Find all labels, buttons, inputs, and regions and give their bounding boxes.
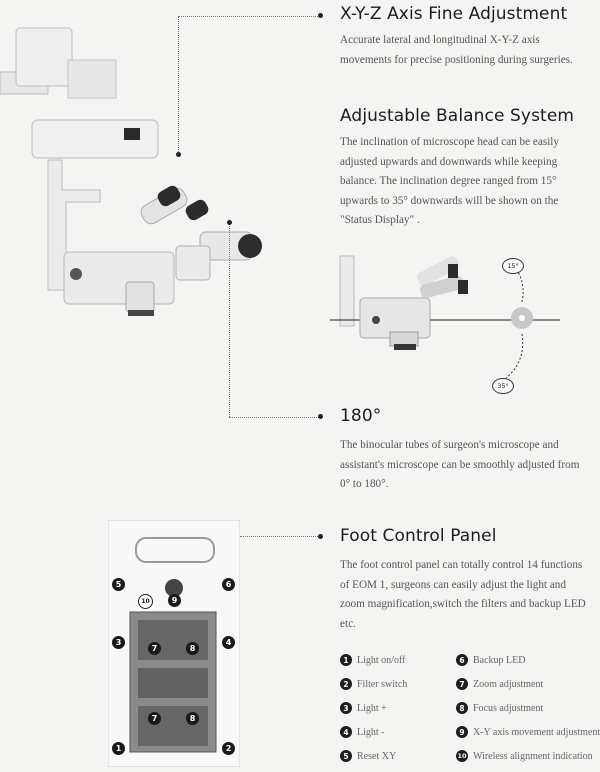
rotation-body: The binocular tubes of surgeon's microsc… xyxy=(340,439,580,490)
legend-label: Zoom adjustment xyxy=(473,678,544,690)
legend-label: Light + xyxy=(357,702,387,714)
bullet-foot xyxy=(318,534,323,539)
legend-item: 3 Light + xyxy=(340,702,387,714)
legend-number: 10 xyxy=(456,750,468,762)
legend-number: 6 xyxy=(456,654,468,666)
legend-number: 2 xyxy=(340,678,352,690)
microscope-image xyxy=(0,20,275,330)
balance-body: The inclination of microscope head can b… xyxy=(340,136,560,226)
connector-foot-h xyxy=(240,536,318,537)
connector-xyz-dot xyxy=(176,152,181,157)
panel-badge-3: 3 xyxy=(112,636,125,649)
panel-badge-8a: 8 xyxy=(186,642,199,655)
legend-label: X-Y axis movement adjustment xyxy=(473,726,600,738)
legend-number: 5 xyxy=(340,750,352,762)
connector-rotation-v xyxy=(229,222,230,417)
legend-label: Light - xyxy=(357,726,385,738)
foot-panel-image xyxy=(107,519,241,768)
legend-label: Backup LED xyxy=(473,654,526,666)
bullet-xyz xyxy=(318,13,323,18)
legend-number: 4 xyxy=(340,726,352,738)
connector-xyz-h xyxy=(178,16,318,17)
legend-label: Filter switch xyxy=(357,678,408,690)
angle-up-badge: 15° xyxy=(502,258,524,274)
panel-badge-8b: 8 xyxy=(186,712,199,725)
panel-badge-6: 6 xyxy=(222,578,235,591)
xyz-title: X-Y-Z Axis Fine Adjustment xyxy=(340,4,568,24)
foot-title: Foot Control Panel xyxy=(340,526,497,546)
connector-rotation-h xyxy=(229,417,319,418)
legend-label: Focus adjustment xyxy=(473,702,544,714)
legend-item: 6 Backup LED xyxy=(456,654,526,666)
bullet-rotation xyxy=(318,414,323,419)
legend-item: 9 X-Y axis movement adjustment xyxy=(456,726,600,738)
legend-label: Light on/off xyxy=(357,654,406,666)
panel-badge-2: 2 xyxy=(222,742,235,755)
balance-title: Adjustable Balance System xyxy=(340,106,575,126)
legend-label: Wireless alignment indication xyxy=(473,750,593,762)
legend-item: 2 Filter switch xyxy=(340,678,407,690)
angle-down-badge: 35° xyxy=(492,378,514,394)
legend-number: 8 xyxy=(456,702,468,714)
rotation-title: 180° xyxy=(340,406,382,426)
legend-item: 5 Reset XY xyxy=(340,750,396,762)
foot-body: The foot control panel can totally contr… xyxy=(340,559,586,630)
legend-label: Reset XY xyxy=(357,750,397,762)
panel-badge-10: 10 xyxy=(138,594,153,609)
panel-badge-4: 4 xyxy=(222,636,235,649)
xyz-body: Accurate lateral and longitudinal X-Y-Z … xyxy=(340,34,573,66)
legend-item: 10 Wireless alignment indication xyxy=(456,750,593,762)
legend-number: 9 xyxy=(456,726,468,738)
connector-xyz-v xyxy=(178,16,179,154)
panel-badge-1: 1 xyxy=(112,742,125,755)
legend-number: 3 xyxy=(340,702,352,714)
legend-item: 8 Focus adjustment xyxy=(456,702,543,714)
panel-badge-7b: 7 xyxy=(148,712,161,725)
legend-number: 1 xyxy=(340,654,352,666)
panel-badge-9: 9 xyxy=(168,594,181,607)
legend-item: 1 Light on/off xyxy=(340,654,405,666)
legend-item: 7 Zoom adjustment xyxy=(456,678,543,690)
connector-rotation-dot xyxy=(227,220,232,225)
legend-item: 4 Light - xyxy=(340,726,385,738)
panel-badge-7a: 7 xyxy=(148,642,161,655)
panel-badge-5: 5 xyxy=(112,578,125,591)
legend-number: 7 xyxy=(456,678,468,690)
balance-diagram xyxy=(330,236,600,406)
